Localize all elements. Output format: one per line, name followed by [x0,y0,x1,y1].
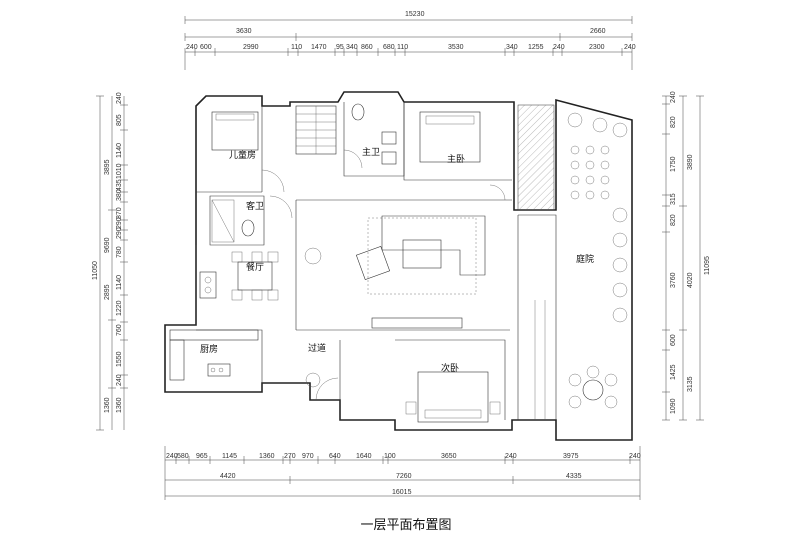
left-row-15: 1360 [116,397,123,413]
top-row-7: 860 [361,44,373,51]
left-sub-0: 3895 [104,159,111,175]
left-row-8: 290 [116,227,123,239]
left-row-0: 240 [116,92,123,104]
top-sub1-dim: 3630 [236,28,252,35]
left-sub-2: 2895 [104,284,111,300]
bottom-row-1: 580 [177,453,189,460]
room-master-bath: 主卫 [362,146,380,158]
room-courtyard: 庭院 [576,253,594,265]
bottom-row-6: 970 [302,453,314,460]
top-row-4: 1470 [311,44,327,51]
bottom-row-12: 3975 [563,453,579,460]
right-row-5: 3760 [670,272,677,288]
bottom-row-13: 240 [629,453,641,460]
left-row-1: 805 [116,114,123,126]
left-dimensions: 11050 3895 9690 2895 1360 240 805 1140 1… [92,92,128,431]
bottom-sub-0: 4420 [220,473,236,480]
right-row-8: 1090 [670,398,677,414]
left-row-9: 780 [116,246,123,258]
room-labels: 儿童房 主卫 主卧 客卫 餐厅 庭院 厨房 过道 次卧 [200,146,594,374]
right-sub-2: 3135 [687,376,694,392]
top-row-1: 600 [200,44,212,51]
left-row-14: 240 [116,374,123,386]
left-sub-1: 9690 [104,237,111,253]
room-second-bed: 次卧 [441,362,459,374]
top-sub2-dim: 2660 [590,28,606,35]
bottom-row-7: 640 [329,453,341,460]
left-row-6: 870 [116,207,123,219]
top-row-11: 340 [506,44,518,51]
left-row-7: 290 [116,217,123,229]
bottom-row-5: 270 [284,453,296,460]
left-row-3: 1010 [116,163,123,179]
right-row-3: 315 [670,193,677,205]
bottom-row-9: 100 [384,453,396,460]
room-children: 儿童房 [229,149,256,161]
top-row-10: 3530 [448,44,464,51]
bottom-row-11: 240 [505,453,517,460]
top-row-9: 110 [397,44,408,51]
room-master-bed: 主卧 [447,153,465,165]
room-guest-bath: 客卫 [246,200,264,212]
bottom-row-4: 1360 [259,453,275,460]
bottom-row-8: 1640 [356,453,372,460]
left-row-11: 1220 [116,300,123,316]
plan-title: 一层平面布置图 [360,518,452,533]
right-row-4: 820 [670,214,677,226]
left-row-13: 1550 [116,351,123,367]
walls [164,91,633,441]
top-row-14: 2300 [589,44,605,51]
right-row-1: 820 [670,116,677,128]
left-row-2: 1140 [116,143,123,158]
top-row-5: 95 [336,44,344,51]
right-row-6: 600 [670,334,677,346]
bottom-row-10: 3650 [441,453,457,460]
bottom-row-0: 240 [166,453,178,460]
room-dining: 餐厅 [246,261,264,273]
left-row-4: 435 [116,179,123,191]
bottom-row-2: 965 [196,453,208,460]
top-row-0: 240 [186,44,198,51]
right-row-2: 1750 [670,156,677,172]
top-row-12: 1255 [528,44,544,51]
top-total-dim: 15230 [405,11,425,18]
left-row-12: 760 [116,324,123,336]
right-sub-0: 3890 [687,154,694,170]
bottom-sub-1: 7260 [396,473,412,480]
right-row-0: 240 [670,91,677,103]
top-dimensions: 15230 3630 2660 240 600 2990 110 1470 95… [184,11,636,70]
furniture [169,103,628,423]
bottom-dimensions: 240 580 965 1145 1360 270 970 640 1640 1… [164,446,641,500]
top-row-6: 340 [346,44,358,51]
bottom-total-dim: 16015 [392,489,412,496]
room-corridor: 过道 [308,342,326,354]
left-row-10: 1140 [116,275,123,290]
bottom-row-3: 1145 [222,453,237,460]
top-row-15: 240 [624,44,636,51]
top-row-2: 2990 [243,44,259,51]
right-row-7: 1425 [670,364,677,380]
bottom-sub-2: 4335 [566,473,582,480]
top-row-3: 110 [291,44,302,51]
top-row-8: 680 [383,44,395,51]
top-row-13: 240 [553,44,565,51]
left-row-5: 380 [116,189,123,201]
left-sub-3: 1360 [104,397,111,413]
right-dimensions: 240 820 1750 315 820 3760 600 1425 1090 … [662,91,711,421]
right-sub-1: 4020 [687,272,694,288]
right-total-dim: 11095 [704,256,711,275]
left-total-dim: 11050 [92,261,99,280]
room-kitchen: 厨房 [200,343,218,355]
